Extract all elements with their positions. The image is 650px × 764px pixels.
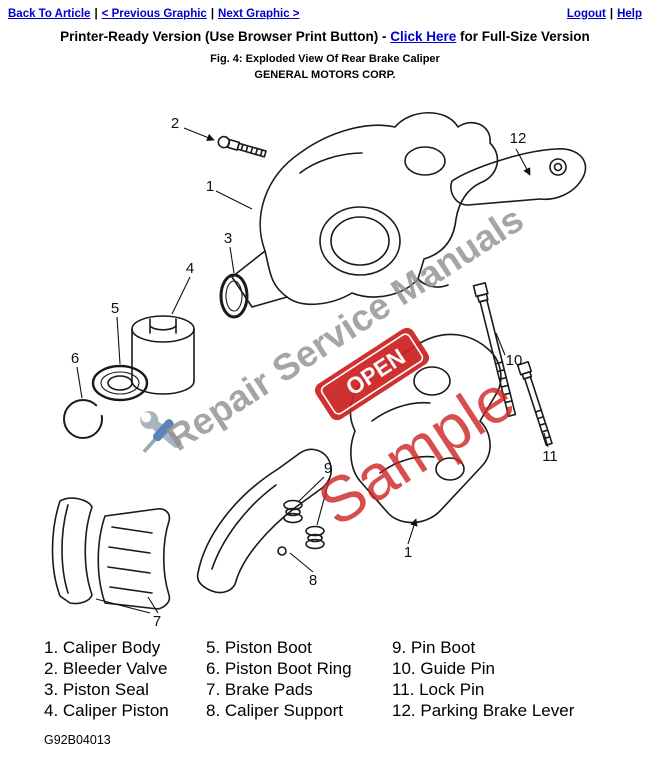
- callout-11: 11: [542, 448, 558, 465]
- callout-1b: 1: [404, 544, 412, 561]
- pin-boot-drawing: [283, 499, 325, 550]
- previous-graphic-link[interactable]: < Previous Graphic: [101, 8, 207, 20]
- full-size-text: for Full-Size Version: [456, 29, 590, 44]
- legend-item: 4. Caliper Piston: [44, 701, 169, 721]
- callout-2: 2: [171, 115, 179, 132]
- legend-item: 6. Piston Boot Ring: [206, 659, 352, 679]
- callout-1: 1: [206, 178, 214, 195]
- printer-ready-text: Printer-Ready Version (Use Browser Print…: [60, 29, 391, 44]
- piston-seal-drawing: [219, 273, 249, 319]
- legend-item: 9. Pin Boot: [392, 638, 476, 657]
- lock-pin-drawing: [516, 360, 553, 447]
- bleeder-valve-drawing: [217, 135, 267, 158]
- callout-9: 9: [324, 460, 332, 477]
- printer-ready-line: Printer-Ready Version (Use Browser Print…: [0, 29, 650, 44]
- company-name: GENERAL MOTORS CORP.: [254, 69, 396, 81]
- separator: |: [210, 8, 215, 20]
- callout-numbers: 2 1 12 3 4 5 6 10 11 9 8 1 7: [71, 115, 558, 630]
- diagram-area: 2 1 12 3 4 5 6 10 11 9 8 1 7: [0, 81, 650, 637]
- full-size-version-link[interactable]: Click Here: [390, 29, 457, 44]
- caliper-support-drawing: [196, 448, 333, 594]
- separator: |: [609, 8, 614, 20]
- nav-right: Logout|Help: [567, 8, 642, 20]
- callout-3: 3: [224, 230, 232, 247]
- help-link[interactable]: Help: [617, 8, 642, 20]
- callout-5: 5: [111, 300, 119, 317]
- separator: |: [94, 8, 98, 20]
- legend-item: 12. Parking Brake Lever: [392, 701, 575, 721]
- callout-6: 6: [71, 350, 79, 367]
- caliper-piston-drawing: [131, 315, 195, 395]
- callout-7: 7: [153, 613, 161, 630]
- figure-caption: Fig. 4: Exploded View Of Rear Brake Cali…: [210, 53, 440, 65]
- parking-brake-lever-drawing: [450, 148, 587, 206]
- parts-legend: 1. Caliper Body 2. Bleeder Valve 3. Pist…: [0, 637, 650, 721]
- callout-leader-lines: [76, 127, 549, 614]
- callout-10: 10: [506, 352, 523, 369]
- legend-item: 8. Caliper Support: [206, 701, 344, 721]
- callout-4: 4: [186, 260, 194, 277]
- legend-column-2: 5. Piston Boot 6. Piston Boot Ring 7. Br…: [206, 637, 392, 721]
- legend-column-1: 1. Caliper Body 2. Bleeder Valve 3. Pist…: [44, 637, 206, 721]
- piston-boot-drawing: [91, 364, 149, 402]
- guide-pin-drawing: [472, 282, 517, 417]
- back-to-article-link[interactable]: Back To Article: [8, 8, 91, 20]
- piston-boot-ring-drawing: [63, 399, 103, 439]
- top-nav: Back To Article|< Previous Graphic|Next …: [0, 0, 650, 22]
- legend-item: 2. Bleeder Valve: [44, 659, 168, 679]
- callout-8: 8: [309, 572, 317, 589]
- document-id: G92B04013: [44, 733, 111, 748]
- next-graphic-link[interactable]: Next Graphic >: [218, 8, 300, 20]
- exploded-view-drawing: 2 1 12 3 4 5 6 10 11 9 8 1 7: [51, 111, 587, 630]
- callout-12: 12: [510, 130, 527, 147]
- logout-link[interactable]: Logout: [566, 8, 606, 20]
- legend-item: 7. Brake Pads: [206, 680, 313, 700]
- legend-item: 10. Guide Pin: [392, 659, 496, 679]
- nav-left: Back To Article|< Previous Graphic|Next …: [8, 8, 300, 20]
- legend-item: 11. Lock Pin: [392, 680, 485, 700]
- legend-item: 1. Caliper Body: [44, 638, 161, 657]
- legend-item: 5. Piston Boot: [206, 638, 312, 657]
- tools-watermark-icon: [140, 411, 182, 453]
- brake-pads-drawing: [51, 497, 171, 610]
- legend-item: 3. Piston Seal: [44, 680, 149, 700]
- legend-column-3: 9. Pin Boot 10. Guide Pin 11. Lock Pin 1…: [392, 637, 574, 721]
